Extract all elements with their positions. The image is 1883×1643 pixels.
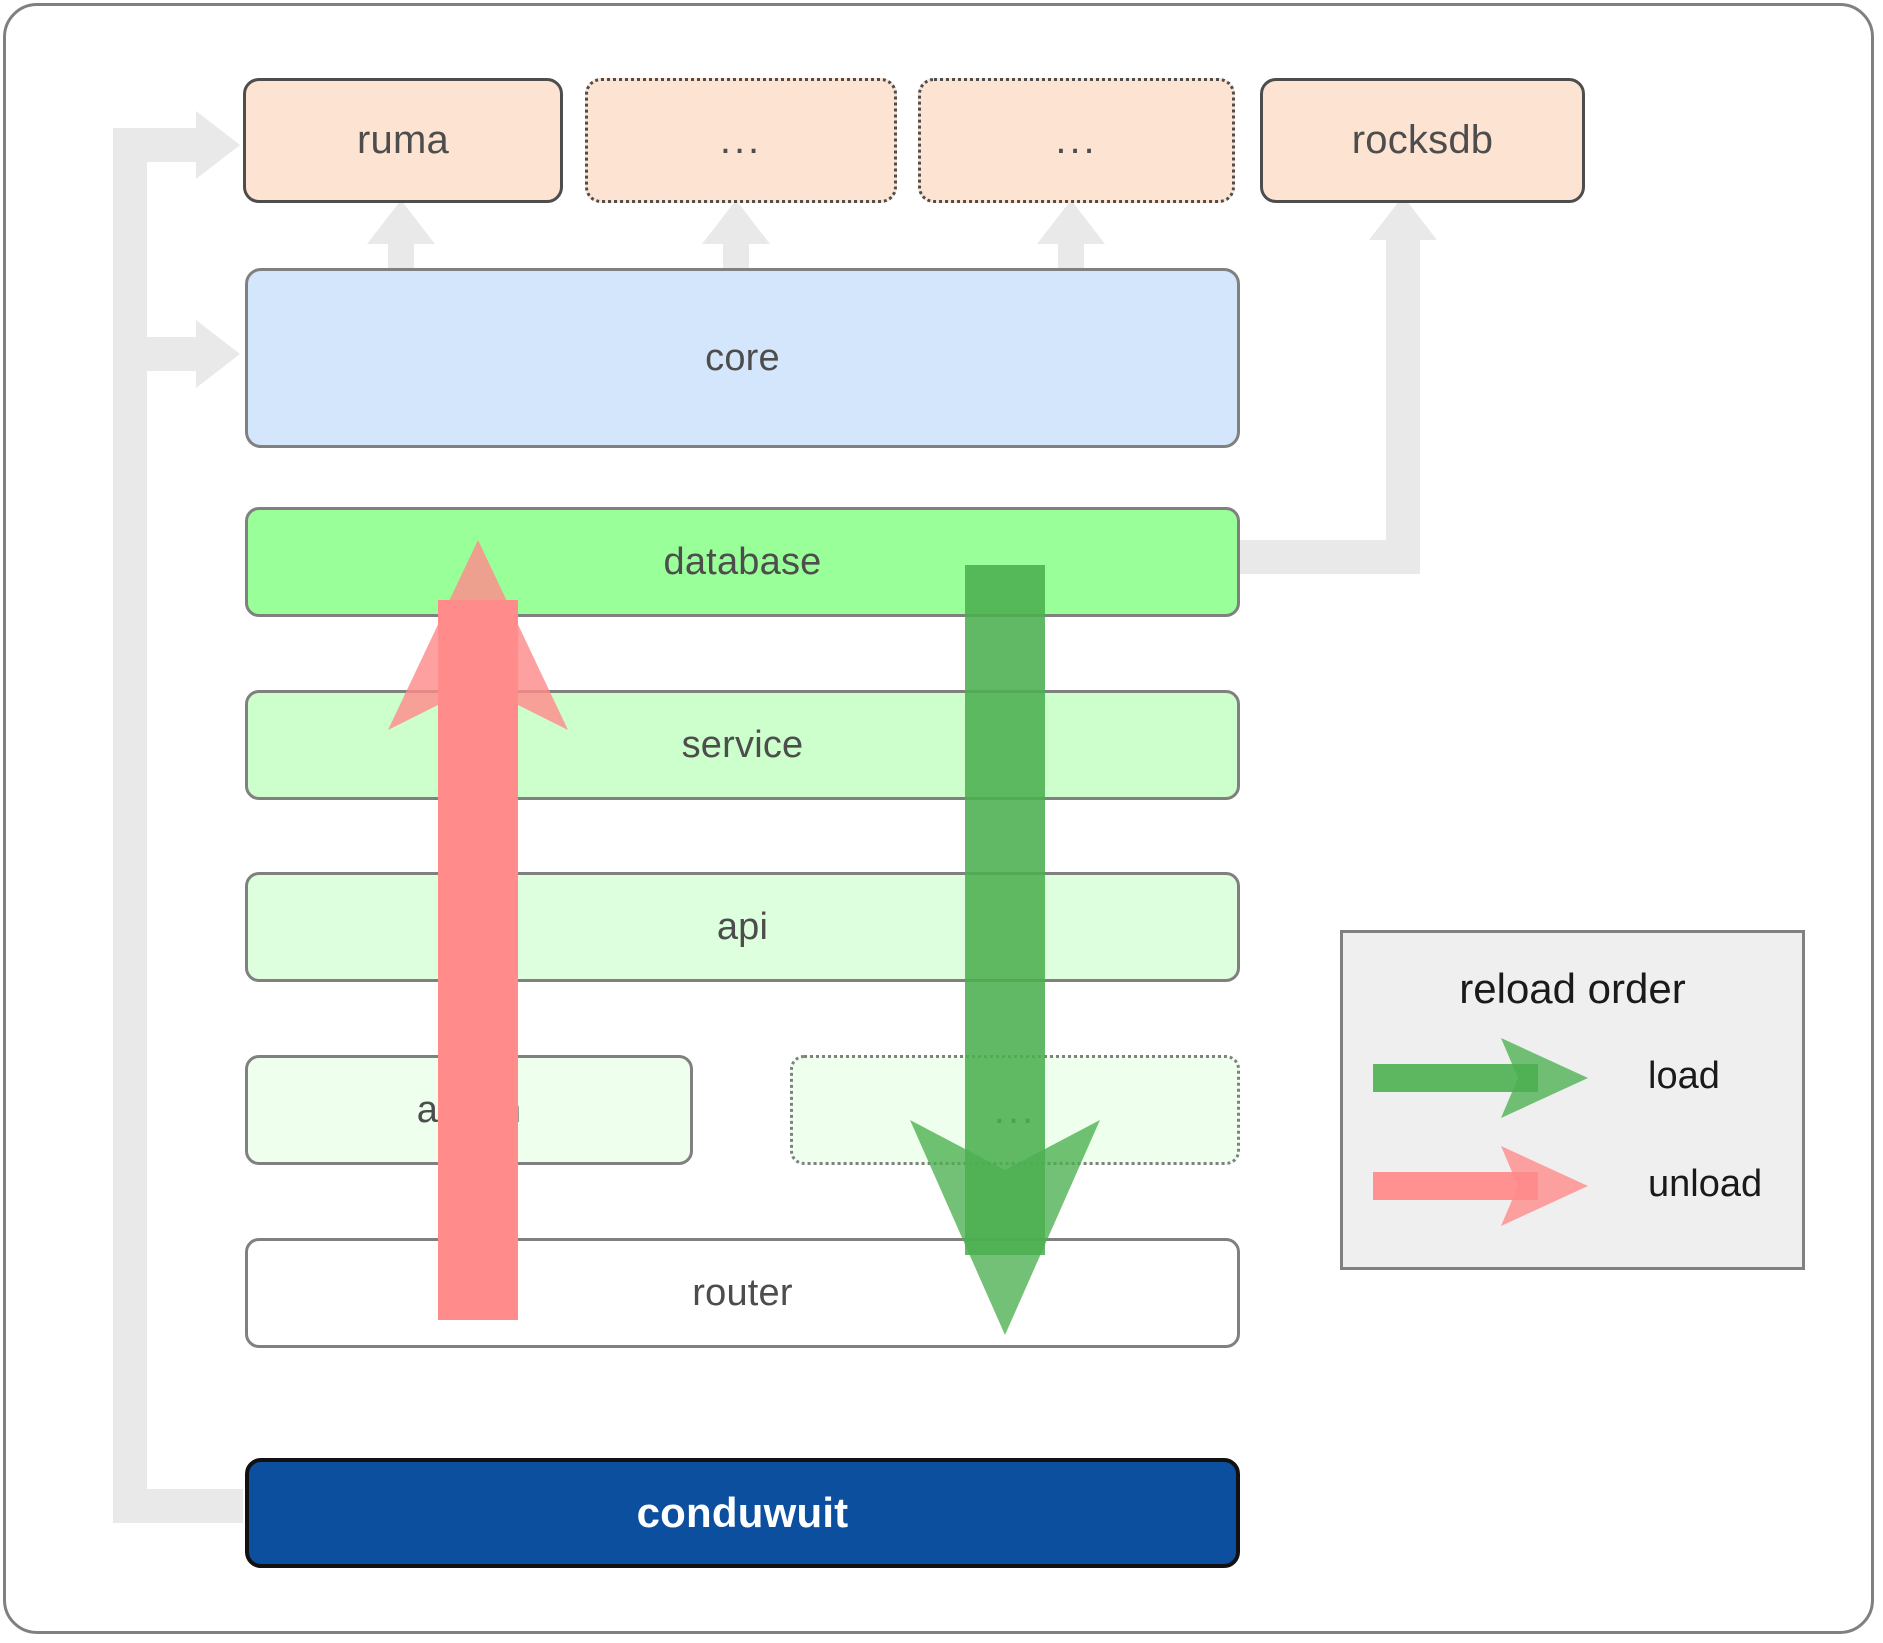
legend-unload-head <box>1501 1146 1588 1226</box>
root-label: conduwuit <box>636 1489 849 1536</box>
legend-title: reload order <box>1459 965 1686 1012</box>
dependency-label-dep-3: ... <box>1055 118 1098 162</box>
dependency-box-dep-2[interactable]: ... <box>585 78 897 203</box>
connector-core-to-dep3-head <box>1037 200 1105 244</box>
connector-database-to-rocksdb-head <box>1369 196 1437 240</box>
legend-label-unload: unload <box>1648 1163 1763 1205</box>
layer-box-database[interactable]: database <box>245 507 1240 617</box>
legend-load-shaft <box>1373 1064 1538 1092</box>
legend-unload-shaft <box>1373 1172 1538 1200</box>
layer-label-api: api <box>716 905 769 948</box>
dependency-label-dep-2: ... <box>719 118 763 162</box>
unload-arrow-head <box>388 540 568 730</box>
connector-left-bottom-arm <box>113 1489 243 1523</box>
dependency-label-rocksdb: rocksdb <box>1351 118 1494 162</box>
legend-unload-arrow <box>1373 1146 1588 1226</box>
connector-core-to-ruma-head <box>367 200 435 244</box>
connector-arrowhead-ruma <box>196 111 240 179</box>
connector-arrowhead-core <box>196 320 240 388</box>
unload-flow-arrow <box>388 540 568 1320</box>
load-arrow-head <box>910 1120 1100 1335</box>
core-label: core <box>705 336 780 379</box>
legend-panel: reload order load unload <box>1340 930 1805 1270</box>
dependency-box-rocksdb[interactable]: rocksdb <box>1260 78 1585 203</box>
unload-arrow-shaft <box>438 600 518 1320</box>
connector-left-branch-to-core <box>113 337 208 371</box>
dependency-label-ruma: ruma <box>357 118 449 162</box>
legend-load-arrow <box>1373 1038 1588 1118</box>
dependency-box-ruma[interactable]: ruma <box>243 78 563 203</box>
layer-label-router: router <box>692 1271 793 1314</box>
connector-database-to-rocksdb-shaft <box>1386 222 1420 574</box>
legend-label-load: load <box>1648 1055 1720 1097</box>
layer-box-router[interactable]: router <box>245 1238 1240 1348</box>
connector-core-to-dep2-head <box>702 200 770 244</box>
legend-load-head <box>1501 1038 1588 1118</box>
connector-left-branch-to-ruma <box>113 128 208 162</box>
layer-label-database: database <box>663 540 822 583</box>
core-box[interactable]: core <box>245 268 1240 448</box>
dependency-box-dep-3[interactable]: ... <box>918 78 1235 203</box>
load-flow-arrow <box>910 565 1100 1335</box>
root-box-conduwuit[interactable]: conduwuit <box>245 1458 1240 1568</box>
layer-box-api[interactable]: api <box>245 872 1240 982</box>
load-arrow-shaft <box>965 565 1045 1255</box>
layer-label-service: service <box>681 723 804 766</box>
